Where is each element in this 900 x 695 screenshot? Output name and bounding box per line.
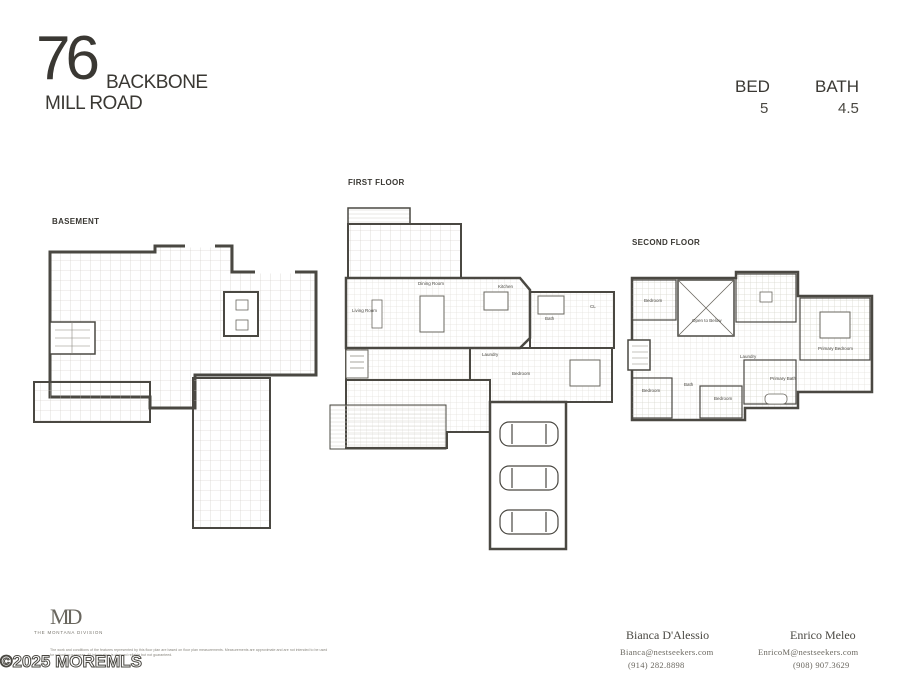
room-cl: CL (590, 304, 596, 309)
first-floor-plan (329, 207, 615, 551)
address-street-line1: BACKBONE (106, 72, 208, 93)
bath-value: 4.5 (838, 100, 859, 117)
agent-1-email[interactable]: Bianca@nestseekers.com (620, 647, 714, 657)
agent-2-name: Enrico Meleo (790, 628, 856, 642)
brand-name: THE MONTANA DIVISION (34, 630, 104, 635)
first-floor-label: FIRST FLOOR (348, 178, 405, 187)
mls-watermark: ©2025 MOREMLS (0, 652, 142, 672)
bed-value: 5 (760, 100, 769, 117)
room-bedroom-3: Bedroom (642, 388, 661, 393)
second-floor-label: SECOND FLOOR (632, 238, 701, 247)
address-street-line2: MILL ROAD (45, 93, 143, 114)
room-kitchen: Kitchen (498, 284, 514, 289)
room-laundry-2: Laundry (740, 354, 757, 359)
brand-logo: MD (50, 604, 83, 629)
agent-2-email[interactable]: EnricoM@nestseekers.com (758, 647, 859, 657)
disclaimer-text: The work and conditions of the features … (50, 648, 328, 657)
agent-2-phone[interactable]: (908) 907.3629 (793, 660, 850, 670)
room-dining: Dining Room (418, 281, 444, 286)
agent-1-name: Bianca D'Alessio (626, 628, 710, 642)
room-bedroom-4: Bedroom (714, 396, 733, 401)
room-laundry-1: Laundry (482, 352, 499, 357)
room-bedroom-2: Bedroom (644, 298, 663, 303)
second-floor-plan (627, 270, 874, 422)
bed-label: BED (735, 77, 770, 96)
bath-label: BATH (815, 77, 860, 96)
room-bath-2: Bath (684, 382, 694, 387)
room-primary-bath: Primary Bath (770, 376, 797, 381)
room-bath-1: Bath (545, 316, 555, 321)
room-bedroom-1: Bedroom (512, 371, 531, 376)
basement-label: BASEMENT (52, 217, 100, 226)
room-living: Living Room (352, 308, 377, 313)
room-primary-bedroom: Primary Bedroom (818, 346, 853, 351)
agent-1-phone[interactable]: (914) 282.8898 (628, 660, 685, 670)
basement-plan (33, 244, 318, 529)
address-number: 76 (36, 24, 100, 93)
room-open-below: Open to Below (692, 318, 722, 323)
